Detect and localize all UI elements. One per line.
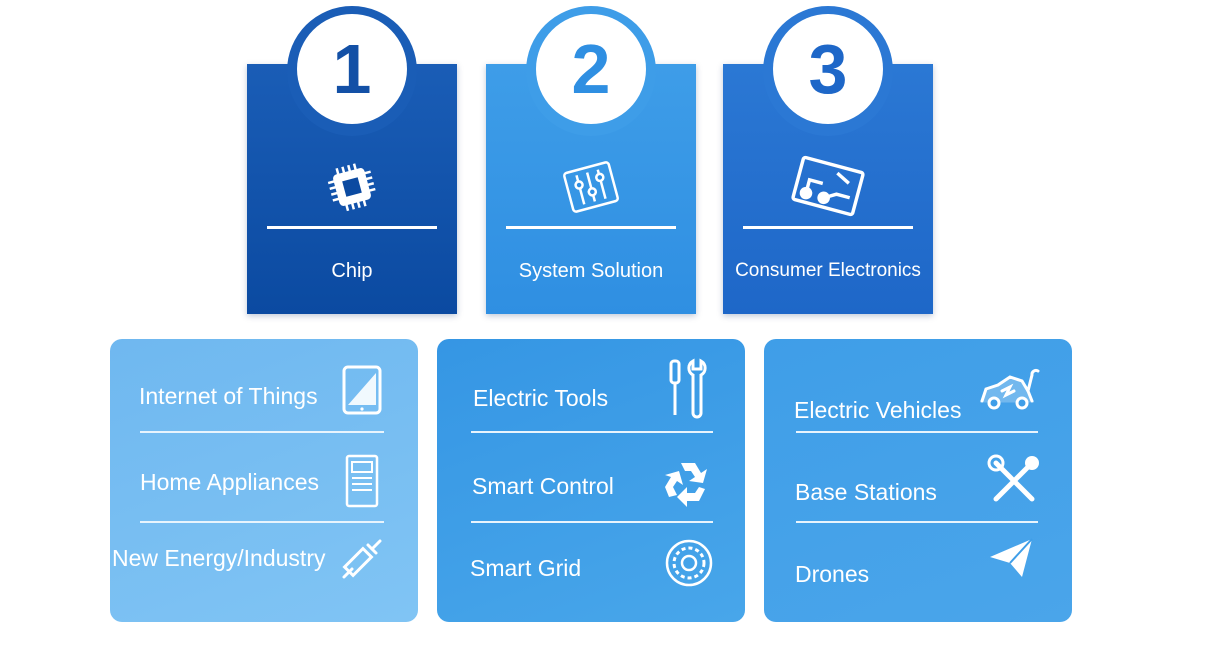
- item-label: Home Appliances: [140, 469, 319, 495]
- list-divider: [471, 431, 713, 433]
- paper-plane-icon: [990, 538, 1033, 577]
- syringe-icon: [342, 539, 382, 579]
- item-label: Internet of Things: [139, 383, 318, 409]
- card-divider: [267, 226, 437, 229]
- list-item: Drones: [764, 538, 1072, 595]
- list-item: Smart Control: [437, 463, 745, 507]
- list-divider: [140, 431, 384, 433]
- item-label: Drones: [795, 561, 870, 587]
- list-divider: [796, 521, 1038, 523]
- chip-icon: [327, 163, 376, 212]
- item-label: Electric Tools: [473, 385, 609, 411]
- wrench-screwdriver-icon: [987, 454, 1039, 502]
- list-item: Internet of Things: [110, 365, 418, 417]
- list-item: Smart Grid: [437, 539, 745, 589]
- list-item: Electric Tools: [437, 358, 745, 419]
- step-number: 1: [297, 14, 407, 124]
- circuit-board-icon: [563, 161, 619, 213]
- list-item: New Energy/Industry: [110, 539, 418, 579]
- item-label: Smart Grid: [470, 555, 582, 581]
- item-label: Smart Control: [472, 473, 614, 499]
- tablet-icon: [342, 365, 382, 415]
- step-card-chip: 1 Chip: [247, 6, 457, 314]
- item-label: Base Stations: [795, 479, 937, 505]
- step-label: Chip: [331, 260, 373, 282]
- step-number: 3: [773, 14, 883, 124]
- list-divider: [140, 521, 384, 523]
- pcb-icon: [791, 155, 865, 217]
- appliance-icon: [345, 454, 379, 508]
- list-item: Electric Vehicles: [764, 368, 1072, 431]
- electric-car-icon: [979, 368, 1040, 410]
- application-panel-3: Electric Vehicles Base Stations Drones: [764, 339, 1072, 622]
- item-label: Electric Vehicles: [794, 397, 962, 423]
- application-panel-2: Electric Tools Smart Control Smart Grid: [437, 339, 745, 622]
- meter-dial-icon: [665, 539, 713, 587]
- step-card-consumer-electronics: 3 Consumer Electronics: [723, 6, 933, 314]
- application-panel-1: Internet of Things Home Appliances New E…: [110, 339, 418, 622]
- card-divider: [506, 226, 676, 229]
- step-label: Consumer Electronics: [735, 260, 921, 281]
- list-divider: [796, 431, 1038, 433]
- screwdriver-wrench-icon: [669, 358, 707, 419]
- step-card-system-solution: 2 System Solution: [486, 6, 696, 314]
- item-label: New Energy/Industry: [112, 545, 326, 571]
- step-number: 2: [536, 14, 646, 124]
- list-item: Base Stations: [764, 454, 1072, 513]
- recycle-icon: [665, 463, 707, 507]
- step-label: System Solution: [518, 260, 664, 282]
- list-item: Home Appliances: [110, 454, 418, 508]
- list-divider: [471, 521, 713, 523]
- card-divider: [743, 226, 913, 229]
